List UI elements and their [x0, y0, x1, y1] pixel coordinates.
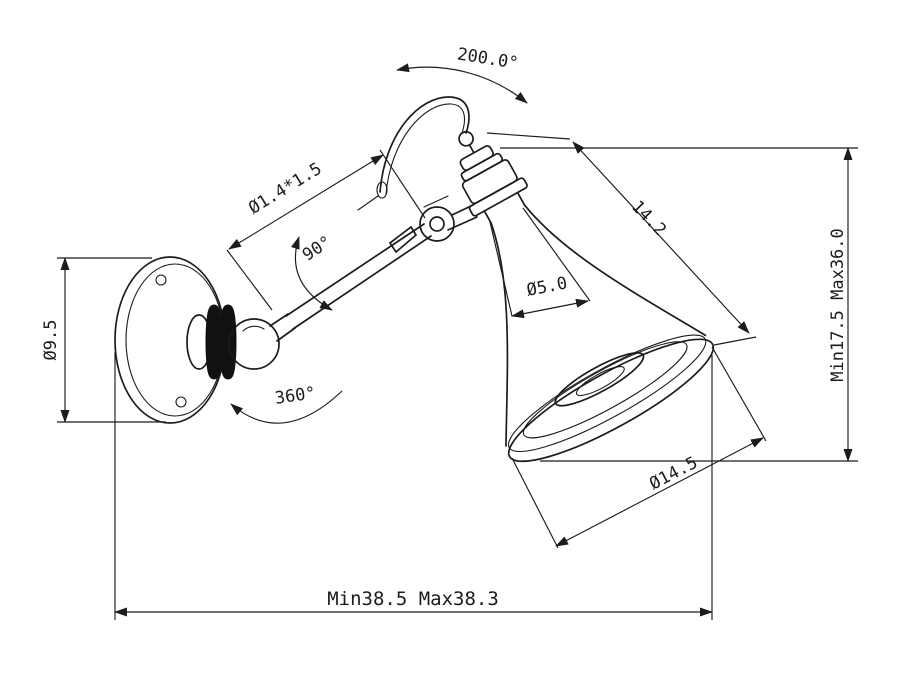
angle-base-swivel: 360° [230, 383, 343, 424]
label-height-range: Min17.5 Max36.0 [828, 228, 848, 382]
power-cable [357, 96, 470, 211]
label-backplate-diameter: Ø9.5 [41, 320, 61, 361]
hinge-joint [388, 195, 478, 254]
label-base-swivel-angle: 360° [274, 383, 317, 409]
dim-height-range: Min17.5 Max36.0 [500, 147, 858, 462]
bulb-reflector [554, 352, 645, 407]
angle-top-rotation: 200.0° [396, 44, 528, 104]
dim-arm-tube-spec: Ø1.4*1.5 [226, 149, 426, 311]
label-neck-diameter: Ø5.0 [525, 273, 569, 300]
label-top-rotation-angle: 200.0° [456, 44, 520, 73]
dim-backplate-diameter: Ø9.5 [41, 257, 166, 423]
lamp-socket [458, 130, 528, 217]
mounting-screw-bottom [175, 396, 187, 408]
shade-rim [507, 334, 707, 453]
ball-joint [228, 313, 296, 370]
shade-inner [522, 341, 688, 439]
label-shade-opening-diameter: Ø14.5 [646, 453, 701, 494]
angle-hinge-swing: 90° [291, 232, 336, 311]
label-hinge-swing-angle: 90° [299, 232, 336, 266]
dim-shade-opening-diameter: Ø14.5 [511, 346, 767, 549]
cable-hook [458, 130, 474, 147]
shade-rim-outer [507, 338, 715, 463]
wing-screw [388, 225, 418, 254]
label-shade-side-length: 14.2 [627, 197, 670, 240]
label-arm-tube-spec: Ø1.4*1.5 [245, 159, 325, 219]
mounting-screw-top [155, 274, 167, 286]
label-overall-width-range: Min38.5 Max38.3 [327, 588, 499, 610]
bulb [575, 366, 625, 397]
cable-tie [376, 181, 388, 199]
dim-overall-width: Min38.5 Max38.3 [114, 352, 713, 620]
swivel-band [205, 304, 237, 380]
